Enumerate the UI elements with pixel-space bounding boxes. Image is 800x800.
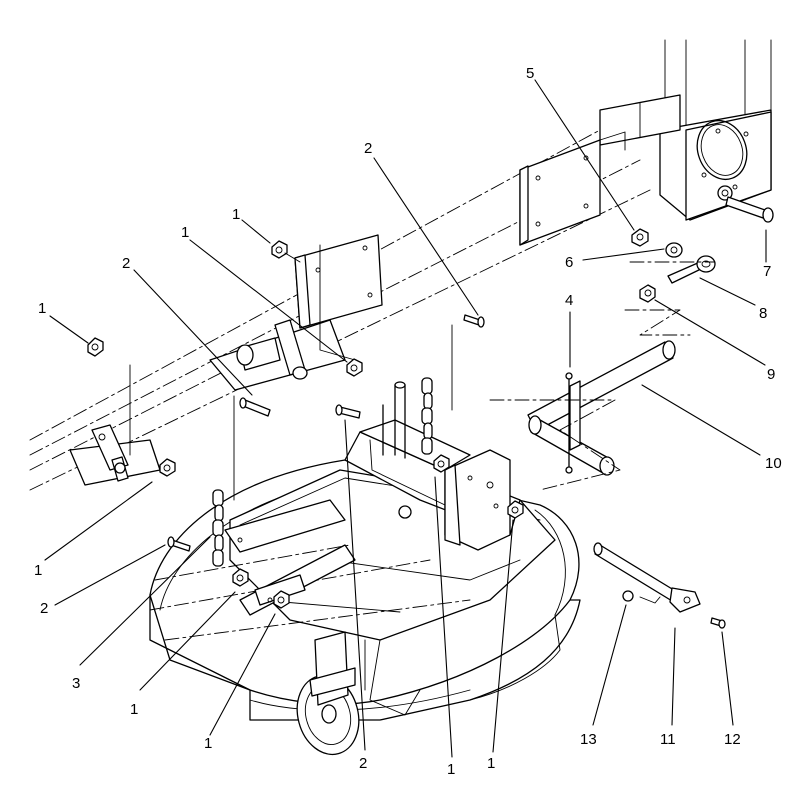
callout-c5: 1	[181, 224, 189, 241]
hanger-bracket-middle	[209, 234, 383, 391]
nut-1-b	[271, 240, 301, 263]
hardware-5-6-8-9	[624, 228, 716, 336]
nut-1-f	[507, 500, 524, 519]
nut-1-e	[433, 454, 450, 473]
callout-c8: 6	[565, 254, 573, 271]
bolt-2-a	[233, 395, 271, 501]
nut-1-g	[232, 568, 249, 587]
callout-c3: 1	[232, 206, 240, 223]
callout-c2: 2	[122, 255, 130, 272]
nut-1-a	[87, 337, 104, 357]
callout-c14: 1	[34, 562, 42, 579]
callout-c22: 13	[580, 731, 597, 748]
callouts: 1 2 1 2 1 2 5 6 7 4 8 9 10 1 2 3 1 1 2 1…	[34, 65, 782, 778]
callout-c15: 2	[40, 600, 48, 617]
callout-c13: 10	[765, 455, 782, 472]
nut-1-h	[273, 590, 290, 609]
nut-1-d	[159, 458, 176, 477]
bolt-2-d	[167, 536, 191, 552]
mounting-plate-right	[519, 131, 626, 246]
chain-center	[421, 377, 433, 455]
upright-frame	[599, 39, 772, 221]
bolt-2-b	[451, 314, 485, 411]
pin-4	[489, 372, 621, 491]
callout-c17: 1	[130, 701, 138, 718]
nut-1-c	[346, 358, 363, 377]
callout-c7: 5	[526, 65, 534, 82]
callout-c23: 11	[660, 731, 676, 748]
bolt-2-c	[335, 404, 361, 419]
leader-lines	[44, 79, 767, 758]
callout-c18: 1	[204, 735, 212, 752]
callout-c19: 2	[359, 755, 367, 772]
callout-c11: 8	[759, 305, 767, 322]
callout-c20: 1	[447, 761, 455, 778]
caster-wheel	[296, 631, 360, 756]
rod-11-assembly	[593, 542, 726, 629]
callout-c9: 7	[763, 263, 771, 280]
callout-c12: 9	[767, 366, 775, 383]
callout-c24: 12	[724, 731, 741, 748]
callout-c16: 3	[72, 675, 80, 692]
lift-bar-10	[527, 340, 676, 476]
callout-c4: 2	[364, 140, 372, 157]
callout-c10: 4	[565, 292, 573, 309]
hanger-bracket-left	[69, 364, 161, 486]
callout-c1: 1	[38, 300, 46, 317]
deck-side-bracket-right	[444, 449, 511, 551]
front-link-arm	[224, 499, 356, 616]
chain-left	[212, 489, 224, 567]
bolt-7	[725, 196, 774, 223]
callout-c21: 1	[487, 755, 495, 772]
